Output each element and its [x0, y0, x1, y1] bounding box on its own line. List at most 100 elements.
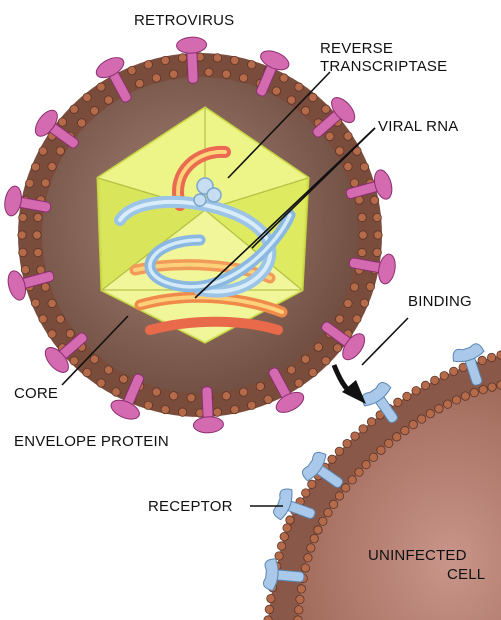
- cell-membrane-bead: [431, 376, 439, 384]
- cell-membrane-bead: [488, 383, 496, 391]
- membrane-bead: [135, 79, 143, 87]
- cell-membrane-bead: [304, 554, 312, 562]
- cell-membrane-bead: [440, 371, 448, 379]
- membrane-bead: [239, 74, 247, 82]
- membrane-bead: [83, 93, 91, 101]
- cell-membrane-bead: [443, 400, 451, 408]
- membrane-bead: [56, 147, 64, 155]
- membrane-bead: [358, 248, 366, 256]
- membrane-bead: [301, 107, 309, 115]
- membrane-bead: [373, 213, 381, 221]
- cell-membrane-bead: [421, 381, 429, 389]
- cell-membrane-bead: [280, 532, 288, 540]
- cell-membrane-bead: [479, 385, 487, 393]
- cell-membrane-bead: [362, 460, 370, 468]
- membrane-bead: [104, 96, 112, 104]
- membrane-bead: [41, 283, 49, 291]
- membrane-bead: [34, 213, 42, 221]
- membrane-bead: [70, 105, 78, 113]
- cell-membrane-bead: [351, 432, 359, 440]
- membrane-bead: [326, 132, 334, 140]
- membrane-bead: [344, 132, 352, 140]
- cell-membrane-bead: [295, 606, 303, 614]
- cell-membrane-bead: [412, 387, 420, 395]
- membrane-bead: [295, 83, 303, 91]
- membrane-bead: [295, 379, 303, 387]
- membrane-bead: [374, 231, 382, 239]
- envelope-protein-stalk: [202, 387, 213, 421]
- cell-membrane-bead: [335, 492, 343, 500]
- cell-membrane-bead: [377, 446, 385, 454]
- leader-binding: [362, 318, 408, 365]
- membrane-bead: [66, 329, 74, 337]
- membrane-bead: [48, 299, 56, 307]
- membrane-bead: [34, 248, 42, 256]
- membrane-bead: [287, 366, 295, 374]
- cell-membrane-bead: [393, 433, 401, 441]
- cell-membrane-bead: [301, 564, 309, 572]
- label-viral-rna: VIRAL RNA: [378, 118, 458, 135]
- cell-membrane-bead: [369, 453, 377, 461]
- cell-membrane-bead: [341, 484, 349, 492]
- membrane-bead: [344, 162, 352, 170]
- membrane-bead: [161, 56, 169, 64]
- membrane-bead: [213, 54, 221, 62]
- membrane-bead: [231, 56, 239, 64]
- membrane-bead: [309, 368, 317, 376]
- cell-membrane-bead: [417, 415, 425, 423]
- membrane-bead: [128, 66, 136, 74]
- membrane-bead: [90, 107, 98, 115]
- membrane-bead: [19, 248, 27, 256]
- membrane-bead: [335, 147, 343, 155]
- membrane-bead: [169, 70, 177, 78]
- label-reverse-transcriptase-line1: REVERSE: [320, 40, 393, 57]
- cell-membrane-bead: [319, 517, 327, 525]
- membrane-bead: [256, 382, 264, 390]
- membrane-bead: [322, 357, 330, 365]
- membrane-bead: [83, 368, 91, 376]
- membrane-bead: [48, 162, 56, 170]
- label-retrovirus: RETROVIRUS: [134, 12, 234, 29]
- membrane-bead: [350, 179, 358, 187]
- membrane-bead: [322, 105, 330, 113]
- membrane-bead: [222, 392, 230, 400]
- label-receptor: RECEPTOR: [148, 498, 233, 515]
- cell-membrane-bead: [307, 544, 315, 552]
- membrane-bead: [77, 119, 85, 127]
- membrane-bead: [366, 282, 374, 290]
- cell-membrane-bead: [394, 398, 402, 406]
- cell-membrane-bead: [461, 392, 469, 400]
- cell-membrane-bead: [449, 367, 457, 375]
- label-core: CORE: [14, 385, 58, 402]
- cell-membrane-bead: [435, 405, 443, 413]
- cell-membrane-bead: [308, 480, 316, 488]
- membrane-bead: [272, 87, 280, 95]
- cell-membrane-bead: [310, 534, 318, 542]
- envelope-protein-stalk: [187, 49, 198, 83]
- membrane-bead: [335, 315, 343, 323]
- cell-membrane-bead: [329, 500, 337, 508]
- membrane-bead: [161, 405, 169, 413]
- membrane-bead: [264, 395, 272, 403]
- cell-membrane-bead: [335, 447, 343, 455]
- membrane-bead: [239, 388, 247, 396]
- cell-membrane-bead: [359, 425, 367, 433]
- membrane-bead: [247, 60, 255, 68]
- cell-membrane-bead: [297, 585, 305, 593]
- membrane-bead: [344, 299, 352, 307]
- membrane-bead: [97, 379, 105, 387]
- membrane-bead: [90, 355, 98, 363]
- membrane-bead: [152, 388, 160, 396]
- envelope-protein-head: [176, 37, 207, 54]
- cell-membrane-bead: [277, 542, 285, 550]
- membrane-bead: [31, 163, 39, 171]
- membrane-bead: [358, 213, 366, 221]
- membrane-bead: [360, 299, 368, 307]
- membrane-bead: [231, 405, 239, 413]
- membrane-bead: [359, 231, 367, 239]
- membrane-bead: [58, 118, 66, 126]
- cell-membrane-bead: [265, 605, 273, 613]
- membrane-bead: [112, 388, 120, 396]
- membrane-bead: [97, 83, 105, 91]
- membrane-bead: [144, 401, 152, 409]
